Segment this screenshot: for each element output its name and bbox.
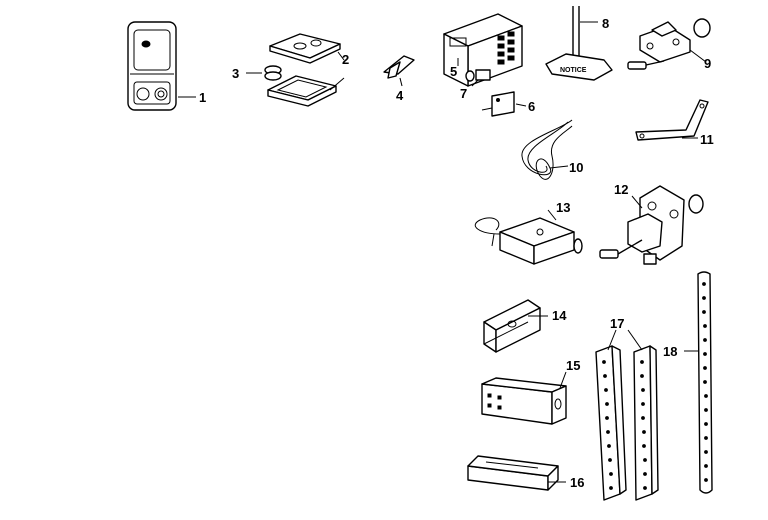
perforated-strap: [684, 271, 713, 494]
callout-9: 9: [704, 56, 711, 71]
callout-17: 17: [610, 316, 624, 331]
callout-15: 15: [566, 358, 580, 373]
slotted-bracket: [467, 455, 566, 491]
callout-12: 12: [614, 182, 628, 197]
callout-7: 7: [460, 86, 467, 101]
callout-5: 5: [450, 64, 457, 79]
perforated-rail-left: [595, 329, 627, 501]
callout-8: 8: [602, 16, 609, 31]
keypad-screws: [481, 91, 527, 117]
callout-4: 4: [396, 88, 404, 103]
curved-door-arm: [635, 99, 709, 141]
angle-bracket: [481, 371, 567, 425]
callout-1: 1: [199, 90, 206, 105]
callout-13: 13: [556, 200, 570, 215]
callout-14: 14: [552, 308, 567, 323]
safety-sensor: [474, 209, 583, 265]
u-bracket: [483, 299, 548, 353]
trolley-bracket: [599, 185, 704, 265]
keypad-battery: [465, 69, 491, 87]
bell-wire: [521, 119, 573, 180]
callout-10: 10: [569, 160, 583, 175]
notice-sign: NOTICE: [545, 6, 613, 81]
remote-transmitter: [127, 21, 196, 111]
callout-18: 18: [663, 344, 677, 359]
callout-2: 2: [342, 52, 349, 67]
callout-16: 16: [570, 475, 584, 490]
perforated-rail-right: [627, 329, 659, 501]
sign-text: NOTICE: [560, 67, 587, 74]
callout-11: 11: [700, 132, 714, 147]
transmitter-case: [267, 33, 345, 107]
visor-clip: [383, 55, 415, 87]
battery: [246, 65, 282, 81]
callout-3: 3: [232, 66, 239, 81]
callout-6: 6: [528, 99, 535, 114]
door-bracket: [627, 18, 711, 70]
